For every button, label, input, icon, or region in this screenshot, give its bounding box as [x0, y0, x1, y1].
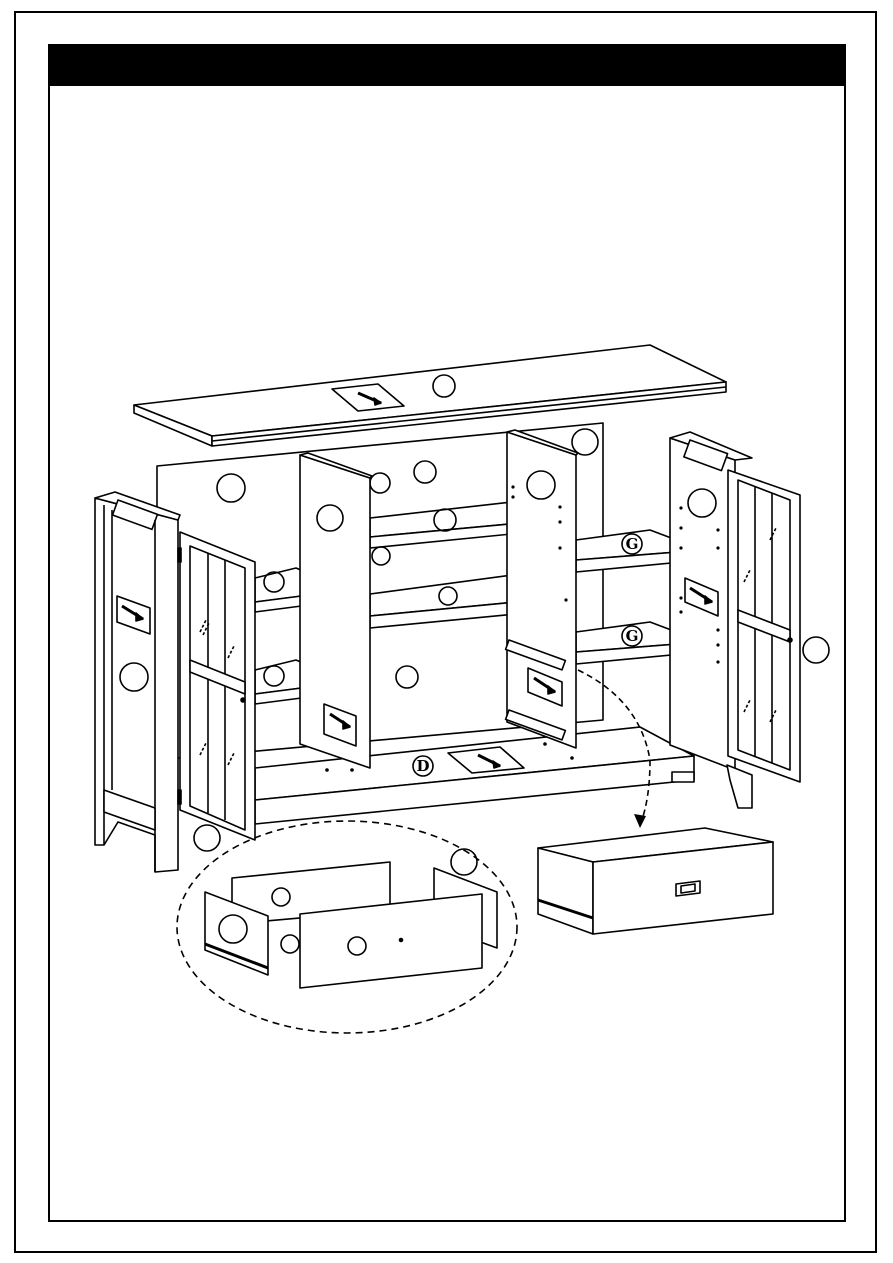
part-g-label-1: G — [626, 535, 639, 553]
left-side-panel — [95, 492, 180, 872]
right-glass-door — [728, 470, 829, 782]
right-divider — [506, 430, 578, 748]
top-panel — [134, 345, 726, 446]
top-part-callout — [433, 375, 455, 397]
drawer-exploded-view — [177, 821, 517, 1033]
part-g-label-2: G — [626, 627, 639, 645]
assembled-drawer — [538, 828, 773, 934]
left-glass-door — [178, 532, 255, 851]
drawer-handle — [676, 881, 700, 896]
left-divider — [300, 453, 372, 768]
part-d-label: D — [416, 757, 429, 775]
